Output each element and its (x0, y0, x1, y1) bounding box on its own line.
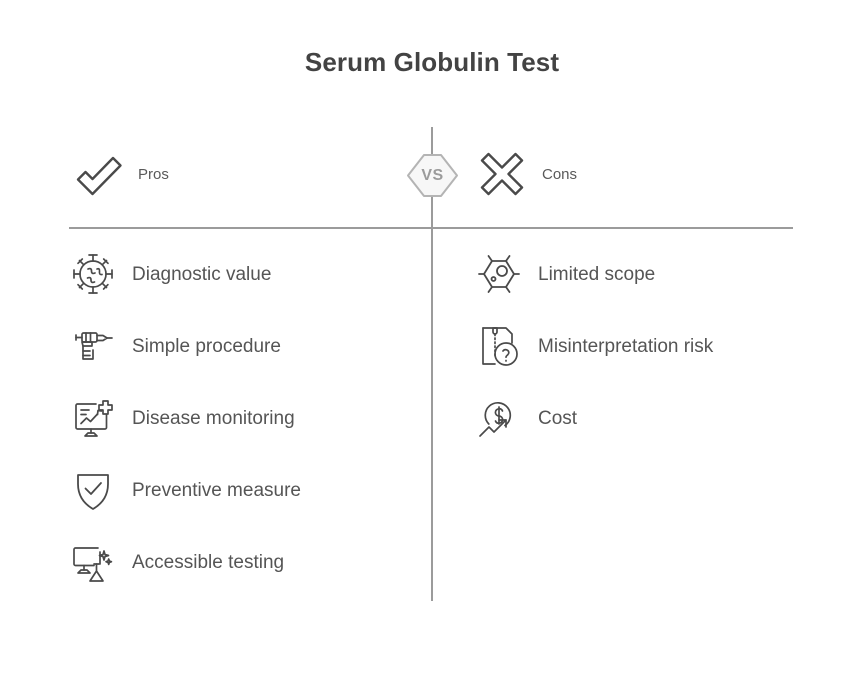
cons-header-label: Cons (542, 165, 578, 183)
list-item-label: Diagnostic value (132, 263, 272, 285)
vs-badge: VS (403, 152, 462, 199)
shield-check-icon (77, 474, 109, 510)
virus-icon (73, 254, 113, 294)
list-item[interactable]: Cost (476, 396, 821, 440)
cons-header: Cons (476, 148, 577, 200)
vs-hexagon-icon (407, 154, 458, 197)
pros-list: Diagnostic value Simple procedure (70, 252, 415, 584)
injection-gun-icon (75, 332, 113, 360)
list-item-label: Simple procedure (132, 335, 281, 357)
cross-x-icon (480, 152, 524, 196)
list-item[interactable]: Simple procedure (70, 324, 415, 368)
document-question-icon (482, 327, 518, 366)
monitor-flask-icon (73, 547, 113, 582)
hexagon-cell-icon (478, 255, 520, 293)
list-item[interactable]: Disease monitoring (70, 396, 415, 440)
list-item-label: Accessible testing (132, 551, 285, 573)
vs-label: VS (421, 166, 444, 184)
vertical-divider (431, 127, 433, 601)
list-item-label: Misinterpretation risk (538, 335, 714, 357)
list-item[interactable]: Limited scope (476, 252, 821, 296)
list-item[interactable]: Preventive measure (70, 468, 415, 512)
list-item-label: Cost (538, 407, 578, 429)
list-item-label: Preventive measure (132, 479, 301, 501)
pros-header: Pros (72, 148, 169, 200)
checkmark-icon (76, 156, 122, 196)
page-title: Serum Globulin Test (304, 47, 560, 77)
dollar-rising-arrow-icon (479, 401, 512, 437)
cons-list: Limited scope Misinterpretation risk (476, 252, 821, 440)
list-item[interactable]: Diagnostic value (70, 252, 415, 296)
list-item[interactable]: Accessible testing (70, 540, 415, 584)
list-item[interactable]: Misinterpretation risk (476, 324, 821, 368)
monitor-chart-medical-icon (75, 400, 113, 437)
pros-header-label: Pros (138, 165, 169, 183)
list-item-label: Limited scope (538, 263, 656, 285)
list-item-label: Disease monitoring (132, 407, 295, 429)
